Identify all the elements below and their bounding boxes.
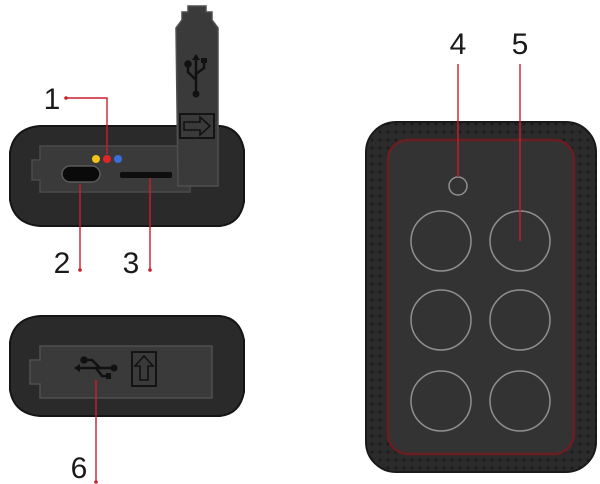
arrow-up-icon (131, 351, 157, 387)
callout-labels: 1 2 3 4 5 6 (44, 28, 529, 484)
receiver-top-view (9, 5, 245, 227)
callout-3: 3 (123, 247, 140, 280)
remote-button-5 (410, 370, 472, 432)
usb-icon (74, 356, 118, 379)
usb-c-port (61, 165, 101, 183)
receiver-side-panel (31, 145, 191, 193)
remote-control (365, 121, 597, 473)
usb-cover-closed (29, 345, 213, 399)
leader-line-1 (66, 97, 108, 154)
leader-lines (64, 64, 521, 484)
arrow-right-icon (179, 113, 215, 139)
led-blue (114, 155, 122, 163)
remote-button-1 (410, 210, 472, 272)
remote-button-6 (489, 370, 551, 432)
remote-led (448, 176, 468, 196)
led-yellow (92, 155, 100, 163)
callout-5: 5 (512, 28, 529, 61)
led-red (103, 155, 111, 163)
remote-button-4 (489, 289, 551, 351)
card-slot (120, 172, 172, 178)
callout-4: 4 (450, 28, 467, 61)
callout-6: 6 (71, 452, 88, 484)
leader-dot-1 (64, 96, 68, 100)
leader-dot-2 (78, 268, 82, 272)
remote-button-3 (410, 289, 472, 351)
usb-icon (184, 54, 207, 98)
leader-dot-3 (148, 268, 152, 272)
callout-2: 2 (54, 247, 71, 280)
callout-1: 1 (44, 83, 61, 116)
receiver-closed-view (9, 315, 245, 417)
leader-dot-6 (94, 480, 98, 484)
